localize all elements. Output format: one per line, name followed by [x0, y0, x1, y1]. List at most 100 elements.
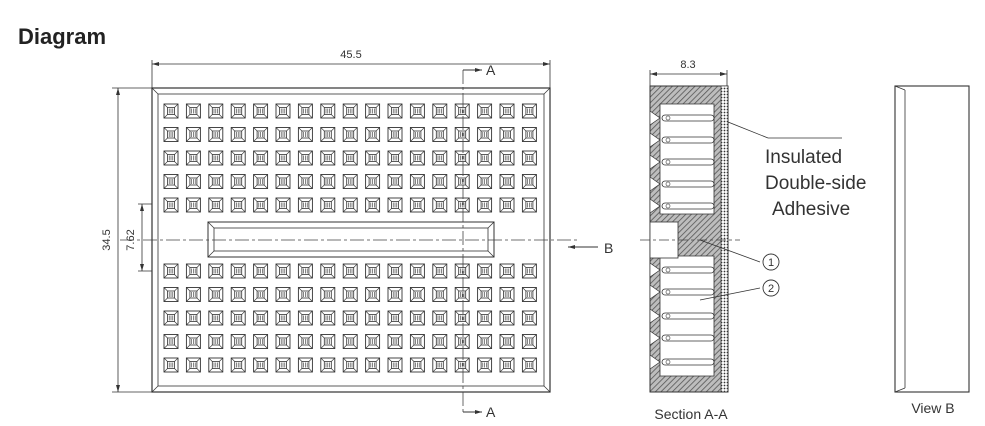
hole — [208, 334, 224, 349]
hole — [342, 287, 358, 302]
hole — [432, 103, 448, 119]
contact-strip — [649, 308, 715, 324]
hole — [432, 127, 448, 142]
hole — [163, 310, 179, 326]
view-caption: View B — [911, 400, 954, 416]
section-caption: Section A-A — [654, 406, 728, 422]
hole — [409, 174, 425, 189]
hole — [521, 310, 537, 326]
hole — [297, 103, 313, 119]
hole — [387, 357, 403, 373]
hole — [387, 150, 403, 166]
hole — [409, 263, 425, 279]
hole — [185, 287, 201, 302]
adhesive-label-line2: Double-side — [765, 173, 866, 194]
hole — [342, 334, 358, 349]
hole — [297, 150, 313, 166]
hole — [454, 103, 470, 119]
hole — [499, 357, 515, 373]
hole — [365, 197, 381, 213]
hole — [521, 127, 537, 142]
hole — [275, 197, 291, 213]
hole — [185, 150, 201, 166]
top-view: 45.5 34.5 7.62 — [101, 49, 613, 420]
hole — [387, 197, 403, 213]
contact-strip — [649, 284, 715, 300]
hole — [365, 357, 381, 373]
hole — [208, 263, 224, 279]
hole — [521, 334, 537, 349]
hole — [163, 263, 179, 279]
hole — [320, 174, 336, 189]
hole — [365, 310, 381, 326]
hole — [320, 287, 336, 302]
hole — [163, 174, 179, 189]
view-mark: B — [604, 240, 613, 256]
hole — [365, 103, 381, 119]
hole — [454, 127, 470, 142]
hole — [432, 357, 448, 373]
hole — [387, 263, 403, 279]
hole — [409, 103, 425, 119]
depth-dimension: 8.3 — [649, 59, 728, 88]
hole — [208, 287, 224, 302]
hole — [320, 310, 336, 326]
callout-1-leader — [699, 239, 761, 263]
depth-label: 8.3 — [680, 59, 695, 71]
hole — [185, 310, 201, 326]
hole — [230, 287, 246, 302]
hole — [208, 197, 224, 213]
hole — [432, 174, 448, 189]
hole — [342, 103, 358, 119]
hole — [320, 334, 336, 349]
hole — [320, 103, 336, 119]
hole — [185, 357, 201, 373]
hole — [454, 357, 470, 373]
callout-2: 2 — [762, 279, 780, 297]
hole-grid — [163, 103, 537, 373]
hole — [208, 150, 224, 166]
hole — [253, 150, 269, 166]
hole — [454, 334, 470, 349]
hole — [230, 310, 246, 326]
hole — [365, 174, 381, 189]
hole — [275, 127, 291, 142]
hole — [230, 263, 246, 279]
hole — [499, 174, 515, 189]
hole — [477, 197, 493, 213]
hole — [208, 174, 224, 189]
hole — [320, 263, 336, 279]
hole — [342, 357, 358, 373]
hole — [163, 287, 179, 302]
hole — [208, 127, 224, 142]
hole — [163, 127, 179, 142]
hole — [365, 263, 381, 279]
hole — [521, 103, 537, 119]
hole — [297, 127, 313, 142]
hole — [454, 263, 470, 279]
hole — [477, 287, 493, 302]
hole — [163, 103, 179, 119]
hole — [320, 357, 336, 373]
hole — [320, 127, 336, 142]
hole — [387, 334, 403, 349]
hole — [185, 263, 201, 279]
section-mark-bottom: A — [486, 404, 496, 420]
hole — [477, 263, 493, 279]
hole — [477, 174, 493, 189]
hole — [297, 334, 313, 349]
callout-2-leader — [699, 287, 761, 301]
hole — [387, 174, 403, 189]
section-mark-top: A — [486, 62, 496, 78]
hole — [365, 334, 381, 349]
hole — [253, 310, 269, 326]
adhesive-strip — [720, 85, 729, 393]
hole — [521, 150, 537, 166]
hole — [163, 197, 179, 213]
contact-strip — [649, 110, 715, 126]
hole — [342, 150, 358, 166]
hole — [230, 103, 246, 119]
hole — [521, 287, 537, 302]
hole — [185, 103, 201, 119]
